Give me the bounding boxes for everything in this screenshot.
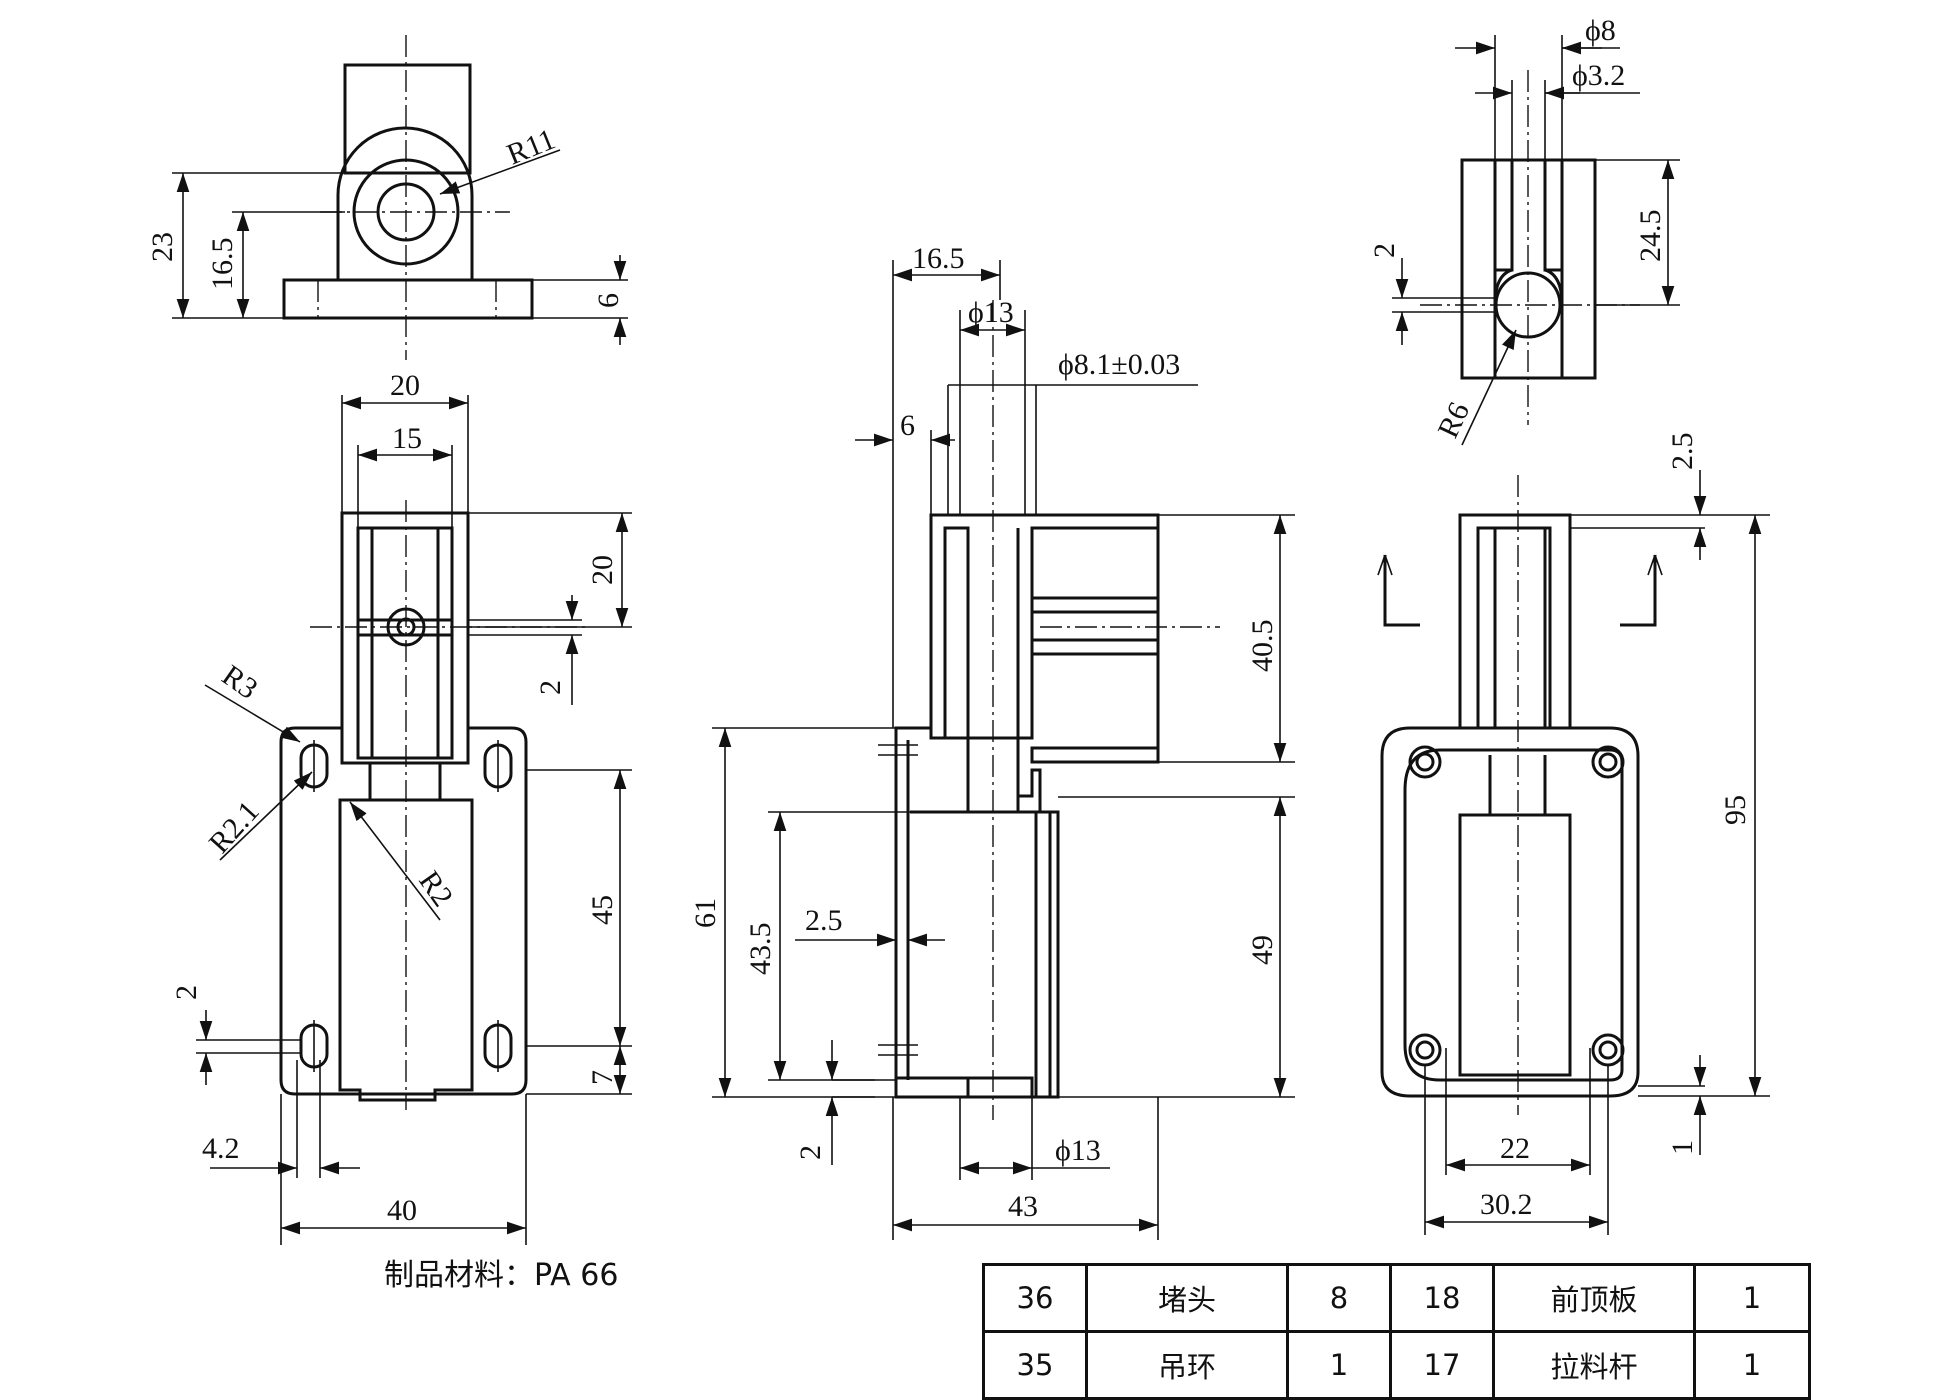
bom-cell: 前顶板 — [1492, 1263, 1696, 1333]
material-label: 制品材料：PA 66 — [384, 1258, 619, 1293]
dim-2-left: 2 — [170, 985, 203, 1000]
dim-rv-2-5: 2.5 — [1666, 433, 1699, 471]
dim-23: 23 — [146, 232, 179, 262]
section-view: 16.5 ϕ13 ϕ8.1±0.03 6 40.5 61 43.5 2.5 — [689, 242, 1295, 1240]
dim-43-5: 43.5 — [744, 923, 777, 976]
dim-phi8: ϕ8 — [1585, 14, 1616, 47]
dim-95: 95 — [1719, 795, 1752, 825]
bom-cell: 1 — [1693, 1263, 1811, 1333]
dim-15: 15 — [392, 422, 422, 455]
dim-7: 7 — [586, 1070, 619, 1085]
dim-24-5: 24.5 — [1634, 210, 1667, 263]
dim-2-right: 2 — [534, 680, 567, 695]
table-row: 36 堵头 8 18 前顶板 1 — [982, 1263, 1811, 1333]
bom-cell: 吊环 — [1085, 1330, 1289, 1400]
dim-16-5: 16.5 — [206, 238, 239, 291]
dim-r3: R3 — [216, 659, 264, 706]
bom-cell: 35 — [982, 1330, 1088, 1400]
dim-sec-16-5: 16.5 — [912, 242, 965, 275]
dim-45: 45 — [586, 895, 619, 925]
bom-cell: 拉料杆 — [1492, 1330, 1696, 1400]
dim-r2: R2 — [412, 865, 459, 913]
dim-phi13-bot: ϕ13 — [1055, 1134, 1101, 1167]
top-left-view: R11 23 16.5 6 — [146, 35, 628, 360]
dim-40: 40 — [387, 1194, 417, 1227]
dim-6: 6 — [592, 293, 625, 308]
bom-cell: 1 — [1286, 1330, 1392, 1400]
dim-sec-2: 2 — [794, 1145, 827, 1160]
dim-20-right: 20 — [586, 555, 619, 585]
dim-49: 49 — [1246, 935, 1279, 965]
dim-rv-1: 1 — [1666, 1140, 1699, 1155]
dim-phi8-1: ϕ8.1±0.03 — [1058, 348, 1180, 381]
dim-61: 61 — [689, 898, 722, 928]
bom-table: 36 堵头 8 18 前顶板 1 35 吊环 1 17 拉料杆 1 — [982, 1263, 1811, 1400]
dim-sec-6: 6 — [900, 409, 915, 442]
dim-r6: R6 — [1431, 397, 1476, 443]
bom-cell: 堵头 — [1085, 1263, 1289, 1333]
dim-phi13-top: ϕ13 — [968, 296, 1014, 329]
dim-20-top: 20 — [390, 369, 420, 402]
bom-cell: 17 — [1389, 1330, 1495, 1400]
dim-4-2: 4.2 — [202, 1132, 240, 1165]
dim-30-2: 30.2 — [1480, 1188, 1533, 1221]
table-row: 35 吊环 1 17 拉料杆 1 — [982, 1330, 1811, 1400]
mold-drawing: R11 23 16.5 6 — [146, 14, 1770, 1245]
dim-43: 43 — [1008, 1190, 1038, 1223]
bom-cell: 8 — [1286, 1263, 1392, 1333]
dim-phi3-2: ϕ3.2 — [1572, 59, 1625, 92]
dim-r2-1: R2.1 — [203, 795, 266, 860]
dim-r11: R11 — [502, 123, 560, 172]
bom-cell: 1 — [1693, 1330, 1811, 1400]
bom-cell: 18 — [1389, 1263, 1495, 1333]
front-view: 20 15 20 2 R3 R2.1 R2 45 7 — [170, 369, 632, 1245]
dim-tr-2: 2 — [1368, 243, 1401, 258]
dim-sec-2-5: 2.5 — [805, 904, 843, 937]
right-view: 2.5 95 22 1 30.2 — [1377, 433, 1770, 1235]
bom-cell: 36 — [982, 1263, 1088, 1333]
bolt-holes — [299, 740, 513, 1072]
dim-40-5: 40.5 — [1246, 620, 1279, 673]
dim-22: 22 — [1500, 1132, 1530, 1165]
top-right-section: ϕ8 ϕ3.2 24.5 2 R6 — [1368, 14, 1680, 446]
